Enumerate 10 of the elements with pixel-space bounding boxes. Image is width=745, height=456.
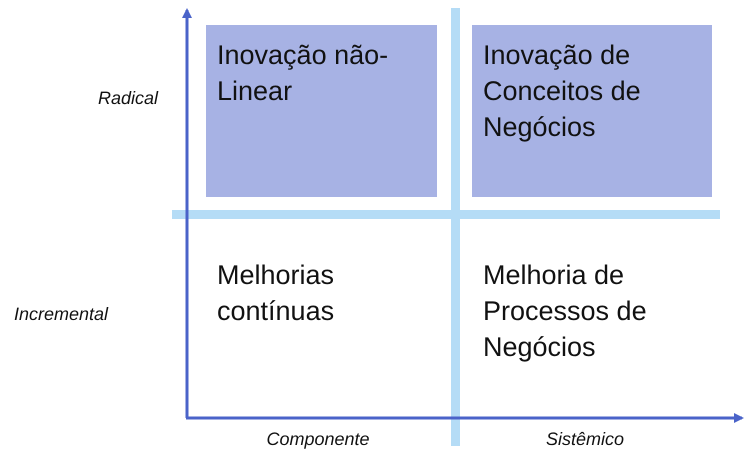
quadrant-text: Inovação de Conceitos de Negócios — [483, 39, 642, 144]
quadrant-box — [472, 25, 712, 197]
quadrant-text: Melhoria de Processos de Negócios — [483, 259, 648, 364]
quadrant-text: Inovação não-Linear — [217, 39, 390, 108]
quadrant-text: Melhorias contínuas — [217, 259, 336, 328]
axis-label: Componente — [266, 429, 370, 450]
axis-label: Radical — [98, 88, 158, 109]
axis-label: Incremental — [14, 304, 108, 325]
axis-label: Sistêmico — [546, 429, 624, 450]
quadrant-box — [206, 25, 437, 197]
